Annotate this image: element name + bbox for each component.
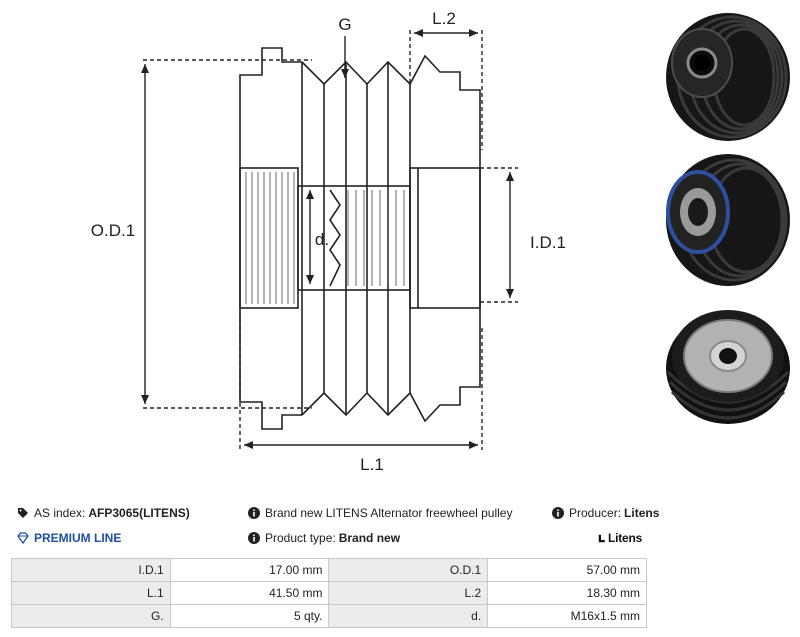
label-g: G — [338, 15, 351, 34]
spec-value: 17.00 mm — [169, 558, 330, 582]
producer-label: Producer: — [569, 506, 622, 520]
info-icon — [248, 507, 260, 519]
product-type-label: Product type: — [265, 531, 336, 545]
product-type-value: Brand new — [338, 531, 401, 545]
info-row-1: AS index: AFP3065(LITENS) Brand new LITE… — [0, 506, 800, 528]
pulley-outline — [239, 47, 481, 430]
info-row-2: PREMIUM LINE Product type: Brand new Lit… — [0, 531, 800, 553]
specs-table: I.D.1 17.00 mm O.D.1 57.00 mm L.1 41.50 … — [11, 558, 647, 628]
spec-value: 18.30 mm — [487, 581, 647, 605]
tag-icon — [18, 508, 28, 518]
table-row: I.D.1 17.00 mm O.D.1 57.00 mm — [11, 558, 647, 582]
table-row: G. 5 qty. d. M16x1.5 mm — [11, 604, 647, 628]
spec-value: M16x1.5 mm — [487, 604, 647, 628]
pulley-bearing-photo — [666, 154, 790, 286]
label-id1: I.D.1 — [530, 233, 566, 252]
label-l2: L.2 — [432, 9, 456, 28]
thread-lines — [347, 190, 405, 286]
pulley-face-photo — [666, 310, 790, 424]
description-text: Brand new LITENS Alternator freewheel pu… — [265, 506, 513, 520]
premium-line: PREMIUM LINE — [17, 531, 121, 545]
spec-value: 41.50 mm — [169, 581, 330, 605]
diamond-icon — [17, 532, 29, 544]
brand-logo: Litens — [598, 531, 642, 545]
spec-key: L.1 — [11, 581, 171, 605]
spec-key: I.D.1 — [11, 558, 171, 582]
dimension-arrows — [141, 29, 514, 449]
info-icon — [552, 507, 564, 519]
litens-logo-icon — [598, 534, 605, 542]
spec-key: G. — [11, 604, 171, 628]
description: Brand new LITENS Alternator freewheel pu… — [248, 506, 512, 520]
spline-lines — [245, 172, 295, 304]
label-od1: O.D.1 — [91, 221, 135, 240]
as-index-label: AS index: — [34, 506, 86, 520]
technical-drawing: G L.2 O.D.1 I.D.1 d. L.1 — [91, 9, 566, 474]
spec-key: O.D.1 — [328, 558, 489, 582]
spec-key: L.2 — [328, 581, 489, 605]
label-l1: L.1 — [360, 455, 384, 474]
as-index-value: AFP3065(LITENS) — [88, 506, 190, 520]
label-d: d. — [315, 230, 329, 249]
spec-value: 57.00 mm — [487, 558, 647, 582]
producer-value: Litens — [624, 506, 660, 520]
pulley-front-photo — [666, 13, 790, 141]
table-row: L.1 41.50 mm L.2 18.30 mm — [11, 581, 647, 605]
extension-lines — [143, 30, 518, 450]
product-type: Product type: Brand new — [248, 531, 400, 545]
spec-value: 5 qty. — [169, 604, 330, 628]
premium-line-label: PREMIUM LINE — [34, 531, 122, 545]
producer: Producer: Litens — [552, 506, 659, 520]
brand-logo-text: Litens — [608, 531, 643, 545]
spec-key: d. — [328, 604, 489, 628]
as-index: AS index: AFP3065(LITENS) — [17, 506, 190, 520]
info-icon — [248, 532, 260, 544]
